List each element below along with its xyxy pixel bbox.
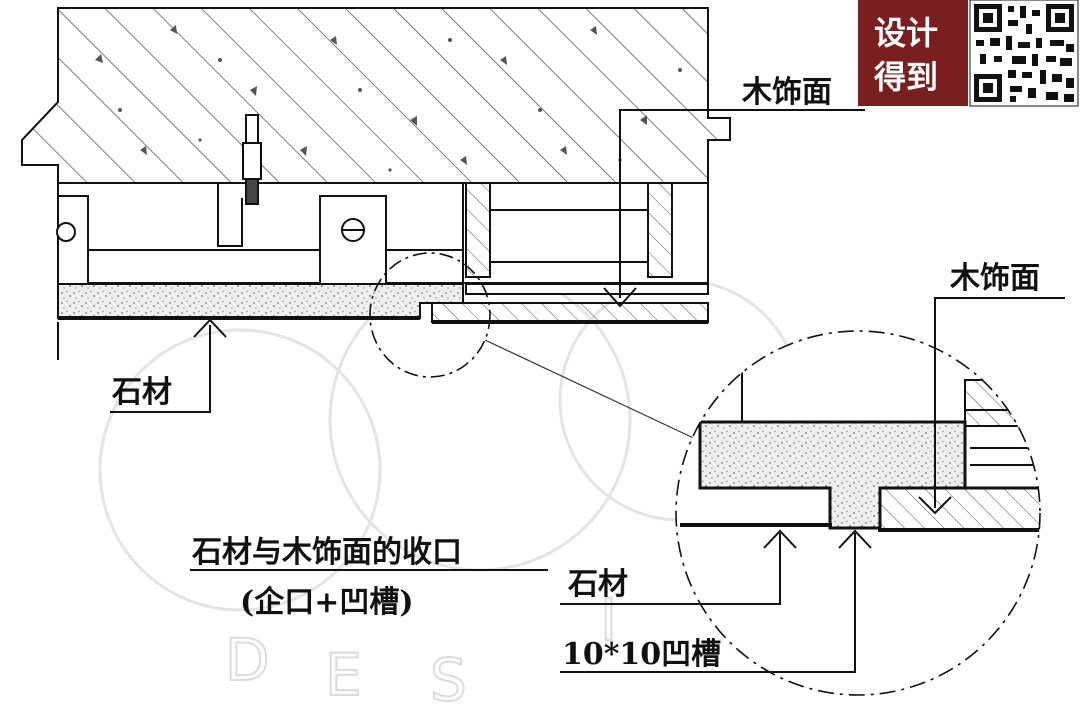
label-wood-finish-detail: 木饰面 xyxy=(949,261,1040,296)
leader-stone-detail xyxy=(560,529,797,605)
badge-line-2: 得到 xyxy=(874,58,938,96)
drawing-subtitle: (企口+凹槽) xyxy=(240,585,414,620)
drawing-title: 石材与木饰面的收口 xyxy=(191,535,462,570)
leader-stone-main xyxy=(110,318,227,413)
watermark-letter: S xyxy=(430,646,467,714)
wood-finish-panel xyxy=(431,302,709,324)
zoom-circle-border xyxy=(675,330,1041,696)
leader-groove xyxy=(560,529,872,673)
angle-steel xyxy=(217,183,243,247)
zoom-detail xyxy=(675,330,1041,696)
brand-badge: 设计 得到 xyxy=(858,0,968,106)
callout-connector xyxy=(484,339,703,443)
concrete-slab xyxy=(21,7,731,184)
watermark-letter: E xyxy=(325,641,362,709)
label-stone-main: 石材 xyxy=(111,375,172,410)
label-groove-size: 10*10凹槽 xyxy=(562,637,721,672)
wood-substructure xyxy=(462,182,709,295)
watermark-letter: D xyxy=(225,626,270,694)
stone-slab xyxy=(57,283,464,320)
expansion-bolt xyxy=(242,114,262,205)
label-wood-finish-top: 木饰面 xyxy=(741,75,832,110)
watermark-letter: I xyxy=(600,586,617,654)
label-stone-detail: 石材 xyxy=(567,567,628,602)
leader-wood-top xyxy=(603,109,865,308)
concrete-aggregate xyxy=(95,25,682,172)
detail-callout-circle xyxy=(369,252,491,378)
badge-background xyxy=(858,0,968,106)
leader-wood-detail xyxy=(918,297,1065,515)
watermark-ring xyxy=(98,328,382,612)
badge-line-1: 设计 xyxy=(874,14,938,52)
qr-code-icon xyxy=(969,0,1079,107)
